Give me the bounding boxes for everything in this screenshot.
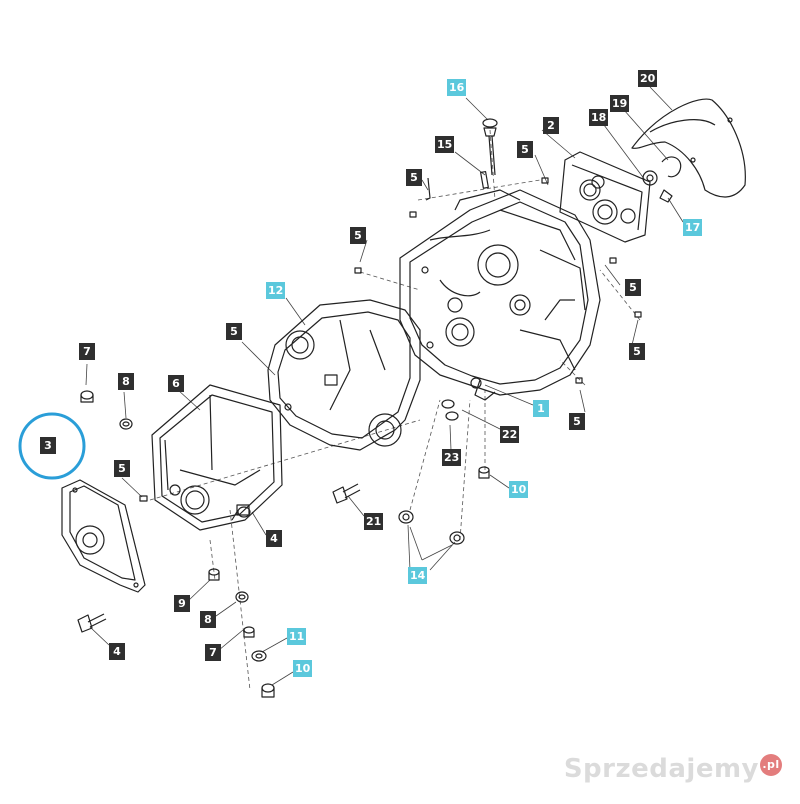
- dowel-5a: [409, 211, 417, 218]
- dipstick-part-16: [482, 118, 498, 176]
- plug-part-10b: [478, 466, 490, 479]
- dowel-5d: [609, 257, 617, 264]
- dowel-5c: [541, 177, 549, 184]
- snap-ring-part-19: [661, 156, 682, 178]
- main-housing-part-1: [399, 189, 601, 401]
- washer-part-8b: [235, 591, 249, 603]
- part-label-11: 11: [287, 628, 307, 645]
- part-label-5-bottom-right: 5: [569, 413, 585, 430]
- seal-part-14a: [398, 510, 414, 524]
- pin-part-17: [659, 189, 673, 203]
- bolt-part-4a: [77, 613, 107, 633]
- part-label-17: 17: [683, 219, 703, 236]
- end-cover-part-3: [61, 479, 146, 593]
- bolt-part-4b: [231, 506, 251, 521]
- part-label-19: 19: [610, 95, 630, 112]
- part-label-5-left: 5: [226, 323, 242, 340]
- part-label-3: 3: [40, 437, 56, 454]
- dowel-5f: [575, 377, 583, 384]
- part-label-8-top: 8: [118, 373, 134, 390]
- plug-part-7a: [80, 390, 94, 403]
- part-label-12: 12: [266, 282, 286, 299]
- part-label-1: 1: [533, 400, 549, 417]
- bolt-part-9: [208, 568, 220, 581]
- watermark: Sprzedajemy.pl: [564, 754, 782, 784]
- part-label-9: 9: [174, 595, 190, 612]
- part-label-22: 22: [500, 426, 520, 443]
- part-label-10-bottom: 10: [293, 660, 313, 677]
- ring-part-18: [642, 170, 658, 186]
- watermark-brand: Sprzedajemy: [563, 754, 759, 784]
- highlight-circle: [18, 412, 86, 480]
- part-label-15: 15: [435, 136, 455, 153]
- part-label-5-top-right: 5: [517, 141, 533, 158]
- cover-plate-part-2: [559, 151, 651, 243]
- oring-part-23: [445, 411, 459, 421]
- part-label-23: 23: [442, 449, 462, 466]
- bolt-part-21: [332, 483, 361, 504]
- dowel-5g: [139, 495, 148, 502]
- part-label-8-bottom: 8: [200, 611, 216, 628]
- part-label-16: 16: [447, 79, 467, 96]
- washer-part-8a: [119, 418, 133, 430]
- part-label-5-mid: 5: [350, 227, 366, 244]
- leader-lines: [149, 129, 641, 691]
- clip-part-5: [425, 177, 431, 201]
- dowel-5e: [634, 311, 642, 318]
- watermark-suffix: .pl: [760, 754, 782, 776]
- part-label-5-bottom-left: 5: [114, 460, 130, 477]
- part-label-4-left: 4: [109, 643, 125, 660]
- dowel-5b: [354, 267, 362, 274]
- front-housing-part-6: [151, 384, 283, 531]
- washer-part-11: [251, 650, 267, 662]
- shield-part-20: [631, 98, 746, 198]
- part-label-7-bottom: 7: [205, 644, 221, 661]
- part-label-6: 6: [168, 375, 184, 392]
- part-label-5-top: 5: [406, 169, 422, 186]
- part-label-20: 20: [638, 70, 658, 87]
- part-label-5-right-b: 5: [629, 343, 645, 360]
- part-label-10-right: 10: [509, 481, 529, 498]
- part-label-4-right: 4: [266, 530, 282, 547]
- part-label-14: 14: [408, 567, 428, 584]
- plug-part-7b: [243, 626, 255, 638]
- part-label-18: 18: [589, 109, 609, 126]
- plug-part-10a: [261, 683, 275, 698]
- callout-lines: [85, 86, 684, 686]
- part-label-2: 2: [543, 117, 559, 134]
- part-label-21: 21: [364, 513, 384, 530]
- oring-part-22: [441, 399, 455, 409]
- seal-part-14b: [449, 531, 465, 545]
- part-label-5-right-a: 5: [625, 279, 641, 296]
- part-label-7-top: 7: [79, 343, 95, 360]
- middle-housing-part-12: [267, 299, 421, 451]
- pin-part-15: [480, 171, 489, 189]
